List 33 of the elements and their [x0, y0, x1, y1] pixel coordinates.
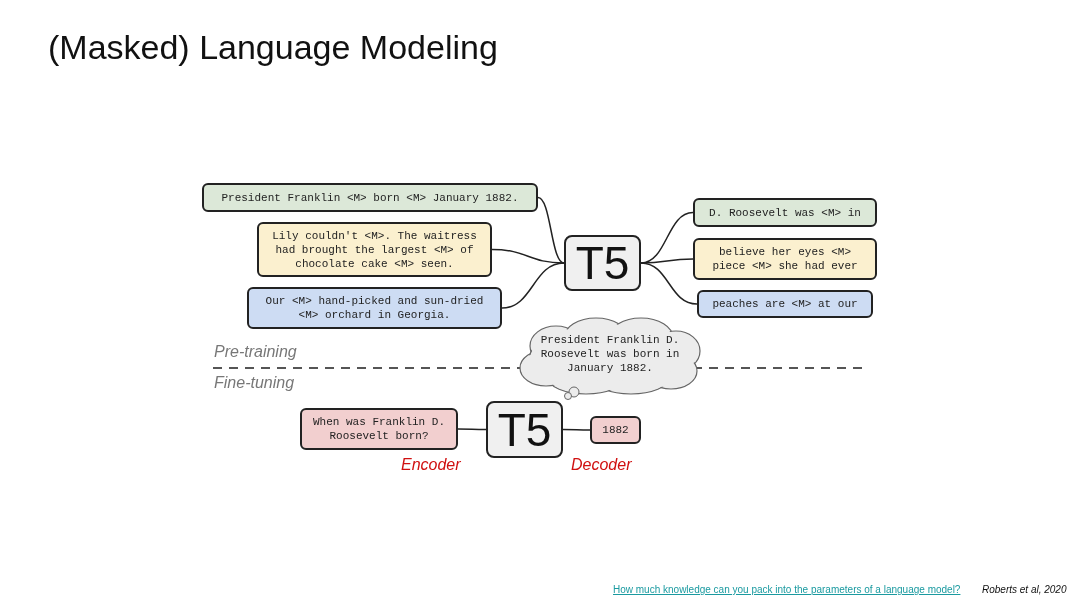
- box-text: Our <M> hand-picked and sun-dried <M> orchard in Georgia.: [264, 294, 485, 322]
- connector-line: [640, 262, 698, 305]
- text-box: [257, 222, 492, 277]
- text-box: [300, 408, 458, 450]
- text-box: [693, 238, 877, 280]
- slide-title: (Masked) Language Modeling: [48, 28, 498, 67]
- text-box: [693, 198, 877, 227]
- connector-line: [457, 428, 487, 431]
- connector-line: [562, 428, 591, 431]
- role-label: Encoder: [401, 456, 461, 474]
- role-label: Decoder: [571, 456, 632, 474]
- model-name: T5: [575, 238, 630, 288]
- citation-text: Roberts et al, 2020: [982, 584, 1067, 595]
- box-text: President Franklin <M> born <M> January 1882.: [220, 190, 520, 205]
- box-text: When was Franklin D. Roosevelt born?: [312, 415, 446, 443]
- text-box: [697, 290, 873, 318]
- box-text: D. Roosevelt was <M> in: [708, 205, 862, 220]
- section-label: Pre-training: [214, 343, 297, 361]
- box-text: peaches are <M> at our: [711, 297, 859, 311]
- text-box: [247, 287, 502, 329]
- text-box: [202, 183, 538, 212]
- model-name: T5: [497, 404, 552, 455]
- box-text: believe her eyes <M> piece <M> she had ever: [711, 245, 859, 273]
- reference-link: How much knowledge can you pack into the parameters of a language model?: [613, 584, 961, 595]
- connector-line: [501, 262, 565, 309]
- text-box: [590, 416, 641, 444]
- section-label: Fine-tuning: [214, 374, 295, 392]
- model-box: [564, 235, 641, 291]
- box-text: Lily couldn't <M>. The waitress had brought the largest <M> of chocolate cake <M> seen.: [271, 228, 478, 271]
- thought-text: President Franklin D. Roosevelt was born in January 1882.: [539, 333, 681, 375]
- model-box: [486, 401, 563, 458]
- connector-line: [537, 196, 565, 264]
- box-text: 1882: [601, 423, 630, 437]
